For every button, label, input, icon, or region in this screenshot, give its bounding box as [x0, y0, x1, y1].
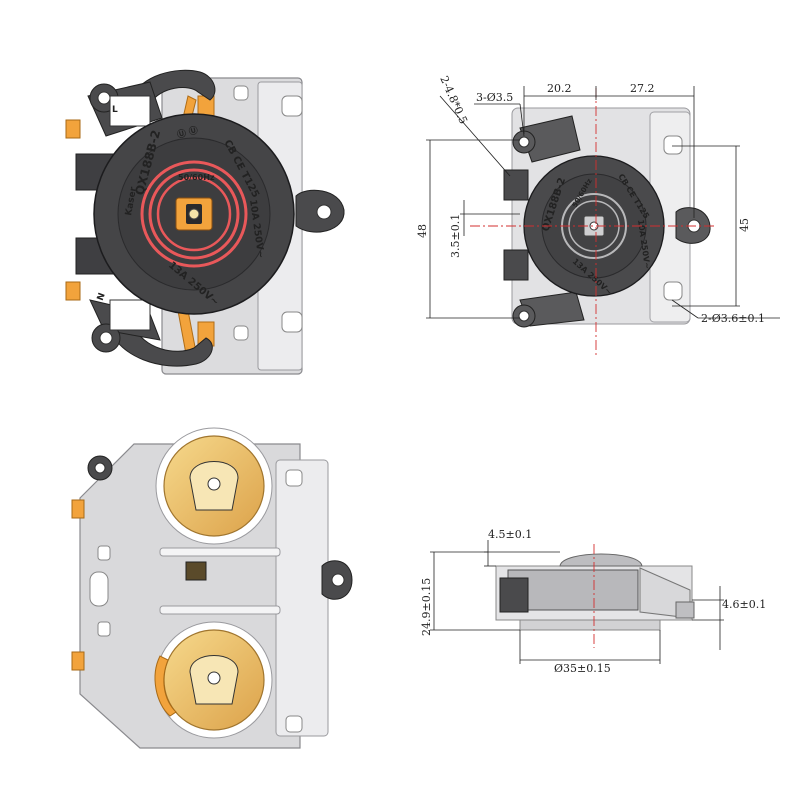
back-lug-hole: [331, 573, 345, 587]
leader-slot: [439, 95, 511, 177]
back-copper-arc: [154, 655, 177, 717]
side-tab: [675, 601, 695, 619]
block-l-top: [503, 169, 529, 201]
coil-outer: [140, 160, 248, 268]
dim-hole-bottom-text: 2-Ø3.6±0.1: [701, 312, 765, 325]
label-freq: 50/60Hz: [178, 173, 215, 182]
leader-hole-top-2: [519, 103, 525, 137]
dim-hole-top-text: 3-Ø3.5: [476, 91, 513, 104]
block-l-bottom: [503, 249, 529, 281]
back-hole-br: [285, 715, 303, 733]
coil-inner: [156, 176, 232, 252]
mount-hole-tl: [233, 85, 249, 101]
back-tab-1: [71, 499, 85, 519]
coil-mid: [148, 168, 240, 260]
eye-bottom-hole: [518, 310, 530, 322]
dim-height-right-text: 45: [738, 218, 751, 232]
mount-hole-br: [281, 311, 303, 333]
front-view: Kaser QX188B-2 Ⓤ Ⓤ CB CE T125 10A 250V~ …: [65, 69, 345, 375]
dimensioned-front-view: QX188B-2 CB CE T125 10A 250V~ 50/60Hz 13…: [416, 74, 780, 356]
side-dome: [559, 553, 643, 567]
label-terminal-n: N: [96, 292, 108, 303]
eye-top-hole: [518, 136, 530, 148]
switch-body-top: [109, 95, 151, 127]
dim-side-top-text: 4.5±0.1: [488, 528, 532, 541]
back-eyelet-hole: [94, 462, 106, 474]
mount-hole-tr: [281, 95, 303, 117]
eyelet-top-hole: [97, 91, 111, 105]
switch-body-bottom: [109, 299, 151, 331]
right-lug-hole: [316, 204, 332, 220]
back-slot-bottom: [159, 605, 281, 615]
dim-side-right-text: 4.6±0.1: [722, 598, 766, 611]
center-pin: [188, 208, 200, 220]
hole-tr: [663, 135, 683, 155]
terminal-tab-1: [65, 119, 81, 139]
back-notch: [89, 571, 109, 607]
dim-height-left-text: 48: [416, 224, 429, 238]
side-flange: [519, 619, 661, 631]
disc-bottom-rivet: [207, 671, 221, 685]
dim-width-left-text: 20.2: [547, 82, 572, 95]
dim-slot-text: 2-4.8*0.5: [437, 74, 470, 126]
dim-side-height-text: 24.9±0.15: [420, 578, 433, 636]
dim-side-diameter-text: Ø35±0.15: [554, 662, 611, 675]
back-hole-tr: [285, 469, 303, 487]
side-body: [507, 569, 639, 611]
dim-width-right-text: 27.2: [630, 82, 655, 95]
mount-hole-bl: [233, 325, 249, 341]
side-view: 4.5±0.1 24.9±0.15 4.6±0.1 Ø35±0.15: [420, 528, 766, 675]
label-terminal-l: L: [112, 105, 118, 115]
leader-hole-bottom: [671, 299, 699, 319]
disc-top-rivet: [207, 477, 221, 491]
hole-br: [663, 281, 683, 301]
terminal-tab-2: [65, 281, 81, 301]
back-slot-top: [159, 547, 281, 557]
back-hole-ml2: [97, 621, 111, 637]
dim-offset-text: 3.5±0.1: [449, 214, 462, 258]
back-hole-ml: [97, 545, 111, 561]
back-view: [71, 427, 353, 749]
eyelet-bottom-hole: [99, 331, 113, 345]
back-rail-right: [275, 459, 329, 737]
back-tab-2: [71, 651, 85, 671]
side-block-left: [499, 577, 529, 613]
center-clip: [185, 561, 207, 581]
